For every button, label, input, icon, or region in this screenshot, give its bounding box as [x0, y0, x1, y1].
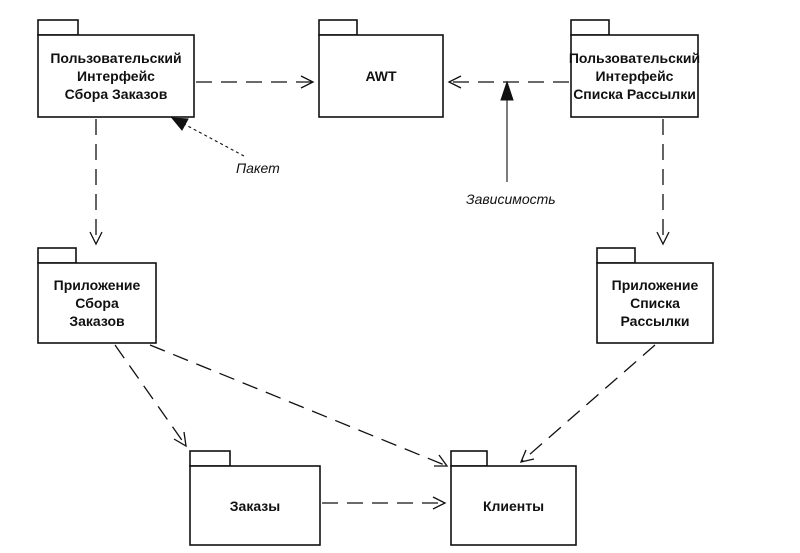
dependency-order-ui-awt — [196, 75, 315, 89]
package-order-ui-label: Пользовательский Интерфейс Сбора Заказов — [50, 50, 182, 102]
dependency-mailing-ui-awt — [447, 75, 569, 89]
package-orders-label: Заказы — [229, 497, 281, 514]
package-mailing-ui-label: Пользовательский Интерфейс Списка Рассыл… — [568, 50, 701, 102]
package-clients[interactable] — [450, 450, 577, 546]
dependency-mailing-ui-mailing-app — [656, 119, 670, 246]
package-mailing-app[interactable] — [596, 247, 714, 344]
annotation-package-pointer — [170, 117, 245, 157]
package-awt-label: AWT — [365, 68, 397, 84]
package-clients-label: Клиенты — [482, 497, 545, 514]
dependency-order-ui-order-app — [89, 119, 103, 246]
dependency-order-app-orders — [114, 344, 187, 448]
dependency-orders-clients — [322, 496, 447, 510]
annotation-dependency-label: Зависимость — [466, 191, 556, 207]
annotation-package-label: Пакет — [236, 160, 280, 176]
package-mailing-ui[interactable] — [570, 19, 699, 118]
package-order-app[interactable] — [37, 247, 157, 344]
annotation-dependency-pointer — [500, 80, 514, 182]
package-order-app-label: Приложение Сбора Заказов — [53, 277, 141, 329]
package-order-ui[interactable] — [37, 19, 195, 118]
package-mailing-app-label: Приложение Списка Рассылки — [611, 277, 699, 329]
package-orders[interactable] — [189, 450, 321, 546]
dependency-order-app-clients — [149, 344, 449, 467]
dependency-mailing-app-clients — [519, 344, 656, 463]
package-awt[interactable] — [318, 19, 444, 118]
